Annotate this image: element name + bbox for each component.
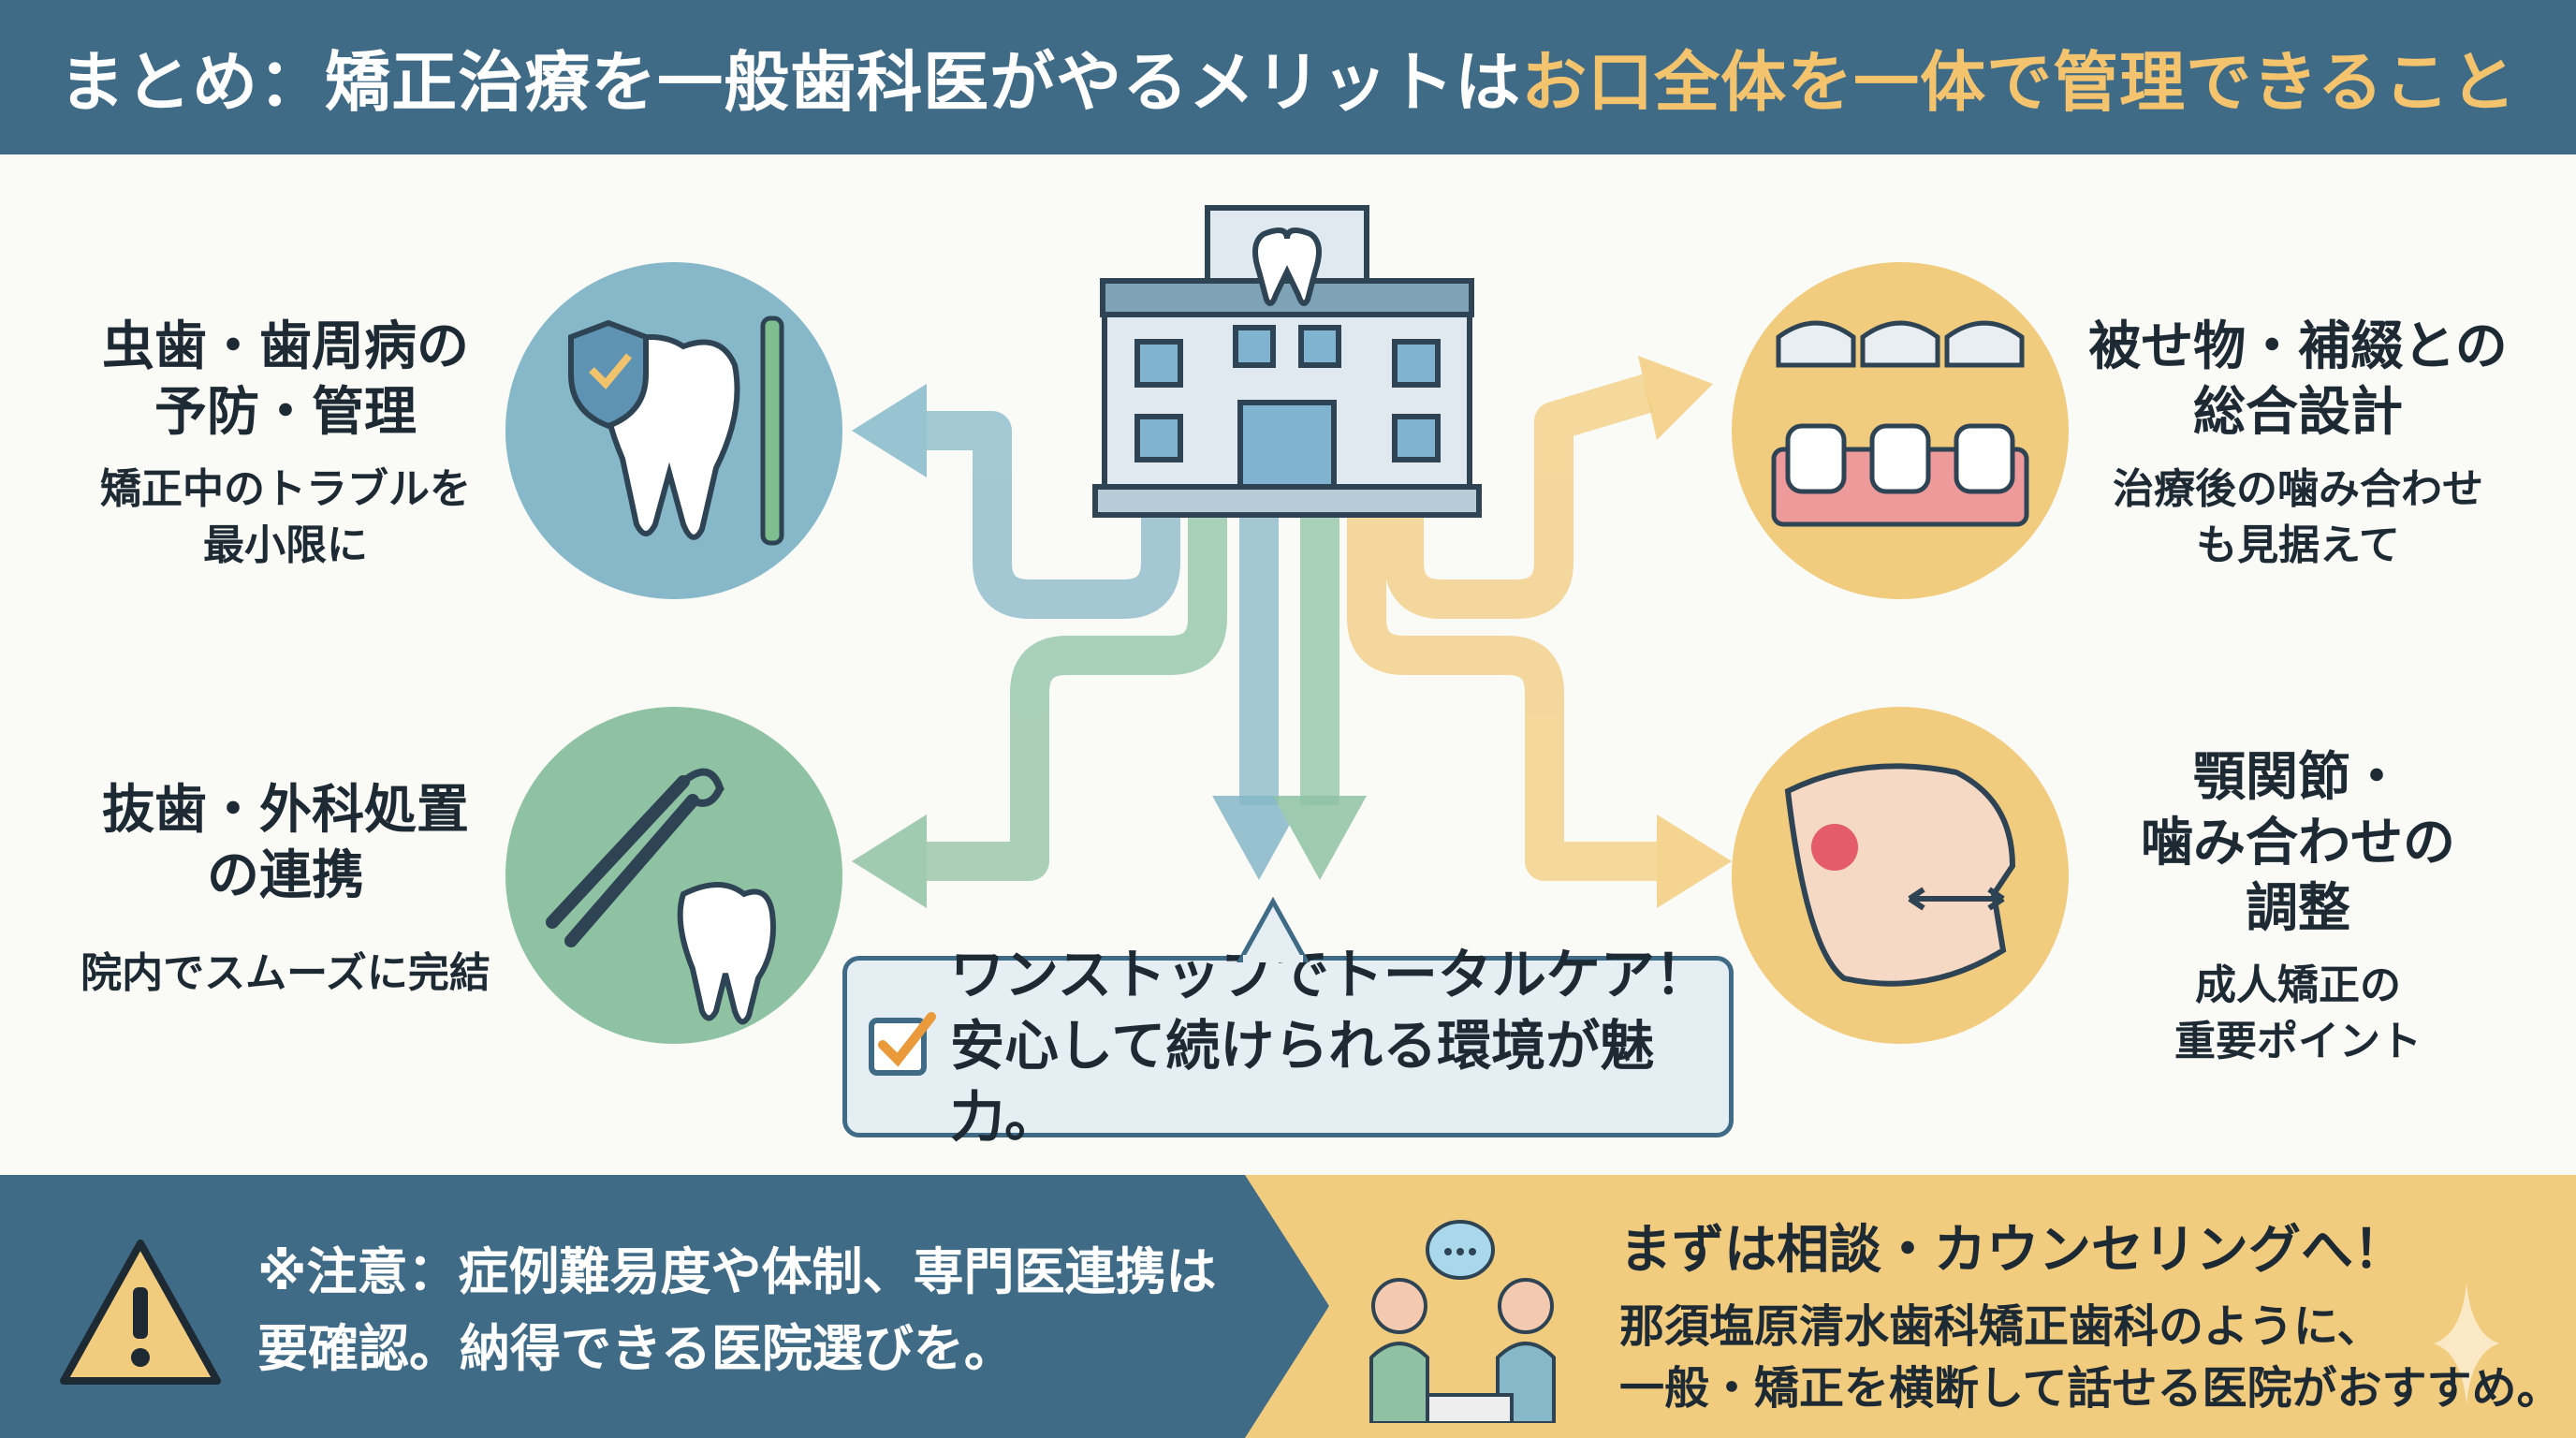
warning-panel xyxy=(0,1175,1329,1438)
benefit-title: 虫歯・歯周病の xyxy=(102,316,469,375)
cta-line1: 那須塩原清水歯科矯正歯科のように、 xyxy=(1619,1302,2382,1352)
benefit-title: 調整 xyxy=(2246,878,2350,937)
cta-line2: 一般・矯正を横断して話せる医院がおすすめ。 xyxy=(1619,1364,2562,1414)
warning-line1: ※注意：症例難易度や体制、専門医連携は xyxy=(257,1244,1217,1300)
consultation-people-icon xyxy=(1369,1220,1556,1423)
consultation-text: まずは相談・カウンセリングへ！ 那須塩原清水歯科矯正歯科のように、 一般・矯正を… xyxy=(1619,1212,2562,1420)
benefit-title: 顎関節・ xyxy=(2193,747,2403,806)
arrowhead xyxy=(852,814,927,908)
benefit-subtitle: 重要ポイント xyxy=(2174,1019,2422,1064)
crowns-icon xyxy=(1771,320,2029,527)
warning-line2: 要確認。納得できる医院選びを。 xyxy=(257,1321,1015,1377)
arrow-to-surgery xyxy=(927,506,1227,881)
warning-icon xyxy=(60,1240,221,1385)
title-part2-highlight: お口全体を一体で管理できること xyxy=(1521,46,2517,119)
benefit-prevention: 虫歯・歯周病の 予防・管理 矯正中のトラブルを 最小限に xyxy=(56,314,515,574)
prevention-illustration xyxy=(505,262,842,599)
benefit-title: 予防・管理 xyxy=(154,382,417,441)
arrowhead xyxy=(852,384,927,477)
prosthesis-illustration xyxy=(1732,262,2069,599)
benefit-title: 噛み合わせの xyxy=(2141,813,2455,872)
arrowhead xyxy=(1638,356,1713,440)
benefit-surgery: 抜歯・外科処置 の連携 院内でスムーズに完結 xyxy=(56,777,515,1002)
cta-title: まずは相談・カウンセリングへ！ xyxy=(1619,1220,2406,1279)
jaw-illustration xyxy=(1732,707,2069,1044)
checkbox-icon xyxy=(869,1012,936,1076)
title-part1: まとめ：矯正治療を一般歯科医がやるメリットは xyxy=(59,46,1522,119)
benefit-title: 被せ物・補綴との xyxy=(2088,316,2508,375)
benefit-title: の連携 xyxy=(207,845,364,904)
page-title: まとめ：矯正治療を一般歯科医がやるメリットはお口全体を一体で管理できること xyxy=(0,0,2576,154)
arrowhead xyxy=(1212,796,1306,880)
benefit-prosthesis: 被せ物・補綴との 総合設計 治療後の噛み合わせ も見据えて xyxy=(2069,314,2527,574)
surgery-illustration xyxy=(505,707,842,1044)
arrow-to-prosthesis xyxy=(1384,374,1654,619)
callout-line2: 安心して続けられる環境が魅力。 xyxy=(950,1016,1655,1148)
arrowhead xyxy=(1657,814,1732,908)
benefit-subtitle: も見据えて xyxy=(2196,522,2400,568)
callout-pointer xyxy=(1237,897,1310,962)
summary-callout: ワンストップでトータルケア！ 安心して続けられる環境が魅力。 xyxy=(842,945,1734,1148)
benefit-subtitle: 最小限に xyxy=(203,522,368,568)
arrowhead xyxy=(1273,796,1367,880)
warning-text: ※注意：症例難易度や体制、専門医連携は 要確認。納得できる医院選びを。 xyxy=(257,1234,1217,1387)
benefit-subtitle: 治療後の噛み合わせ xyxy=(2113,466,2483,512)
forceps-tooth-icon xyxy=(546,768,776,1025)
benefit-title: 総合設計 xyxy=(2193,382,2403,441)
benefit-subtitle: 院内でスムーズに完結 xyxy=(80,950,490,996)
benefit-jaw: 顎関節・ 噛み合わせの 調整 成人矯正の 重要ポイント xyxy=(2069,744,2527,1070)
benefit-title: 抜歯・外科処置 xyxy=(102,780,469,839)
arrow-to-jaw xyxy=(1347,506,1657,881)
benefit-subtitle: 成人矯正の xyxy=(2195,962,2401,1008)
sparkle-icon xyxy=(2434,1283,2499,1404)
shield-tooth-toothbrush-icon xyxy=(568,315,784,546)
benefit-subtitle: 矯正中のトラブルを xyxy=(100,466,471,512)
dental-clinic-building-icon xyxy=(1092,205,1482,518)
arrow-to-prevention xyxy=(927,411,1180,619)
callout-line1: ワンストップでトータルケア！ xyxy=(950,945,1709,1005)
jaw-joint-icon xyxy=(1784,763,2016,987)
